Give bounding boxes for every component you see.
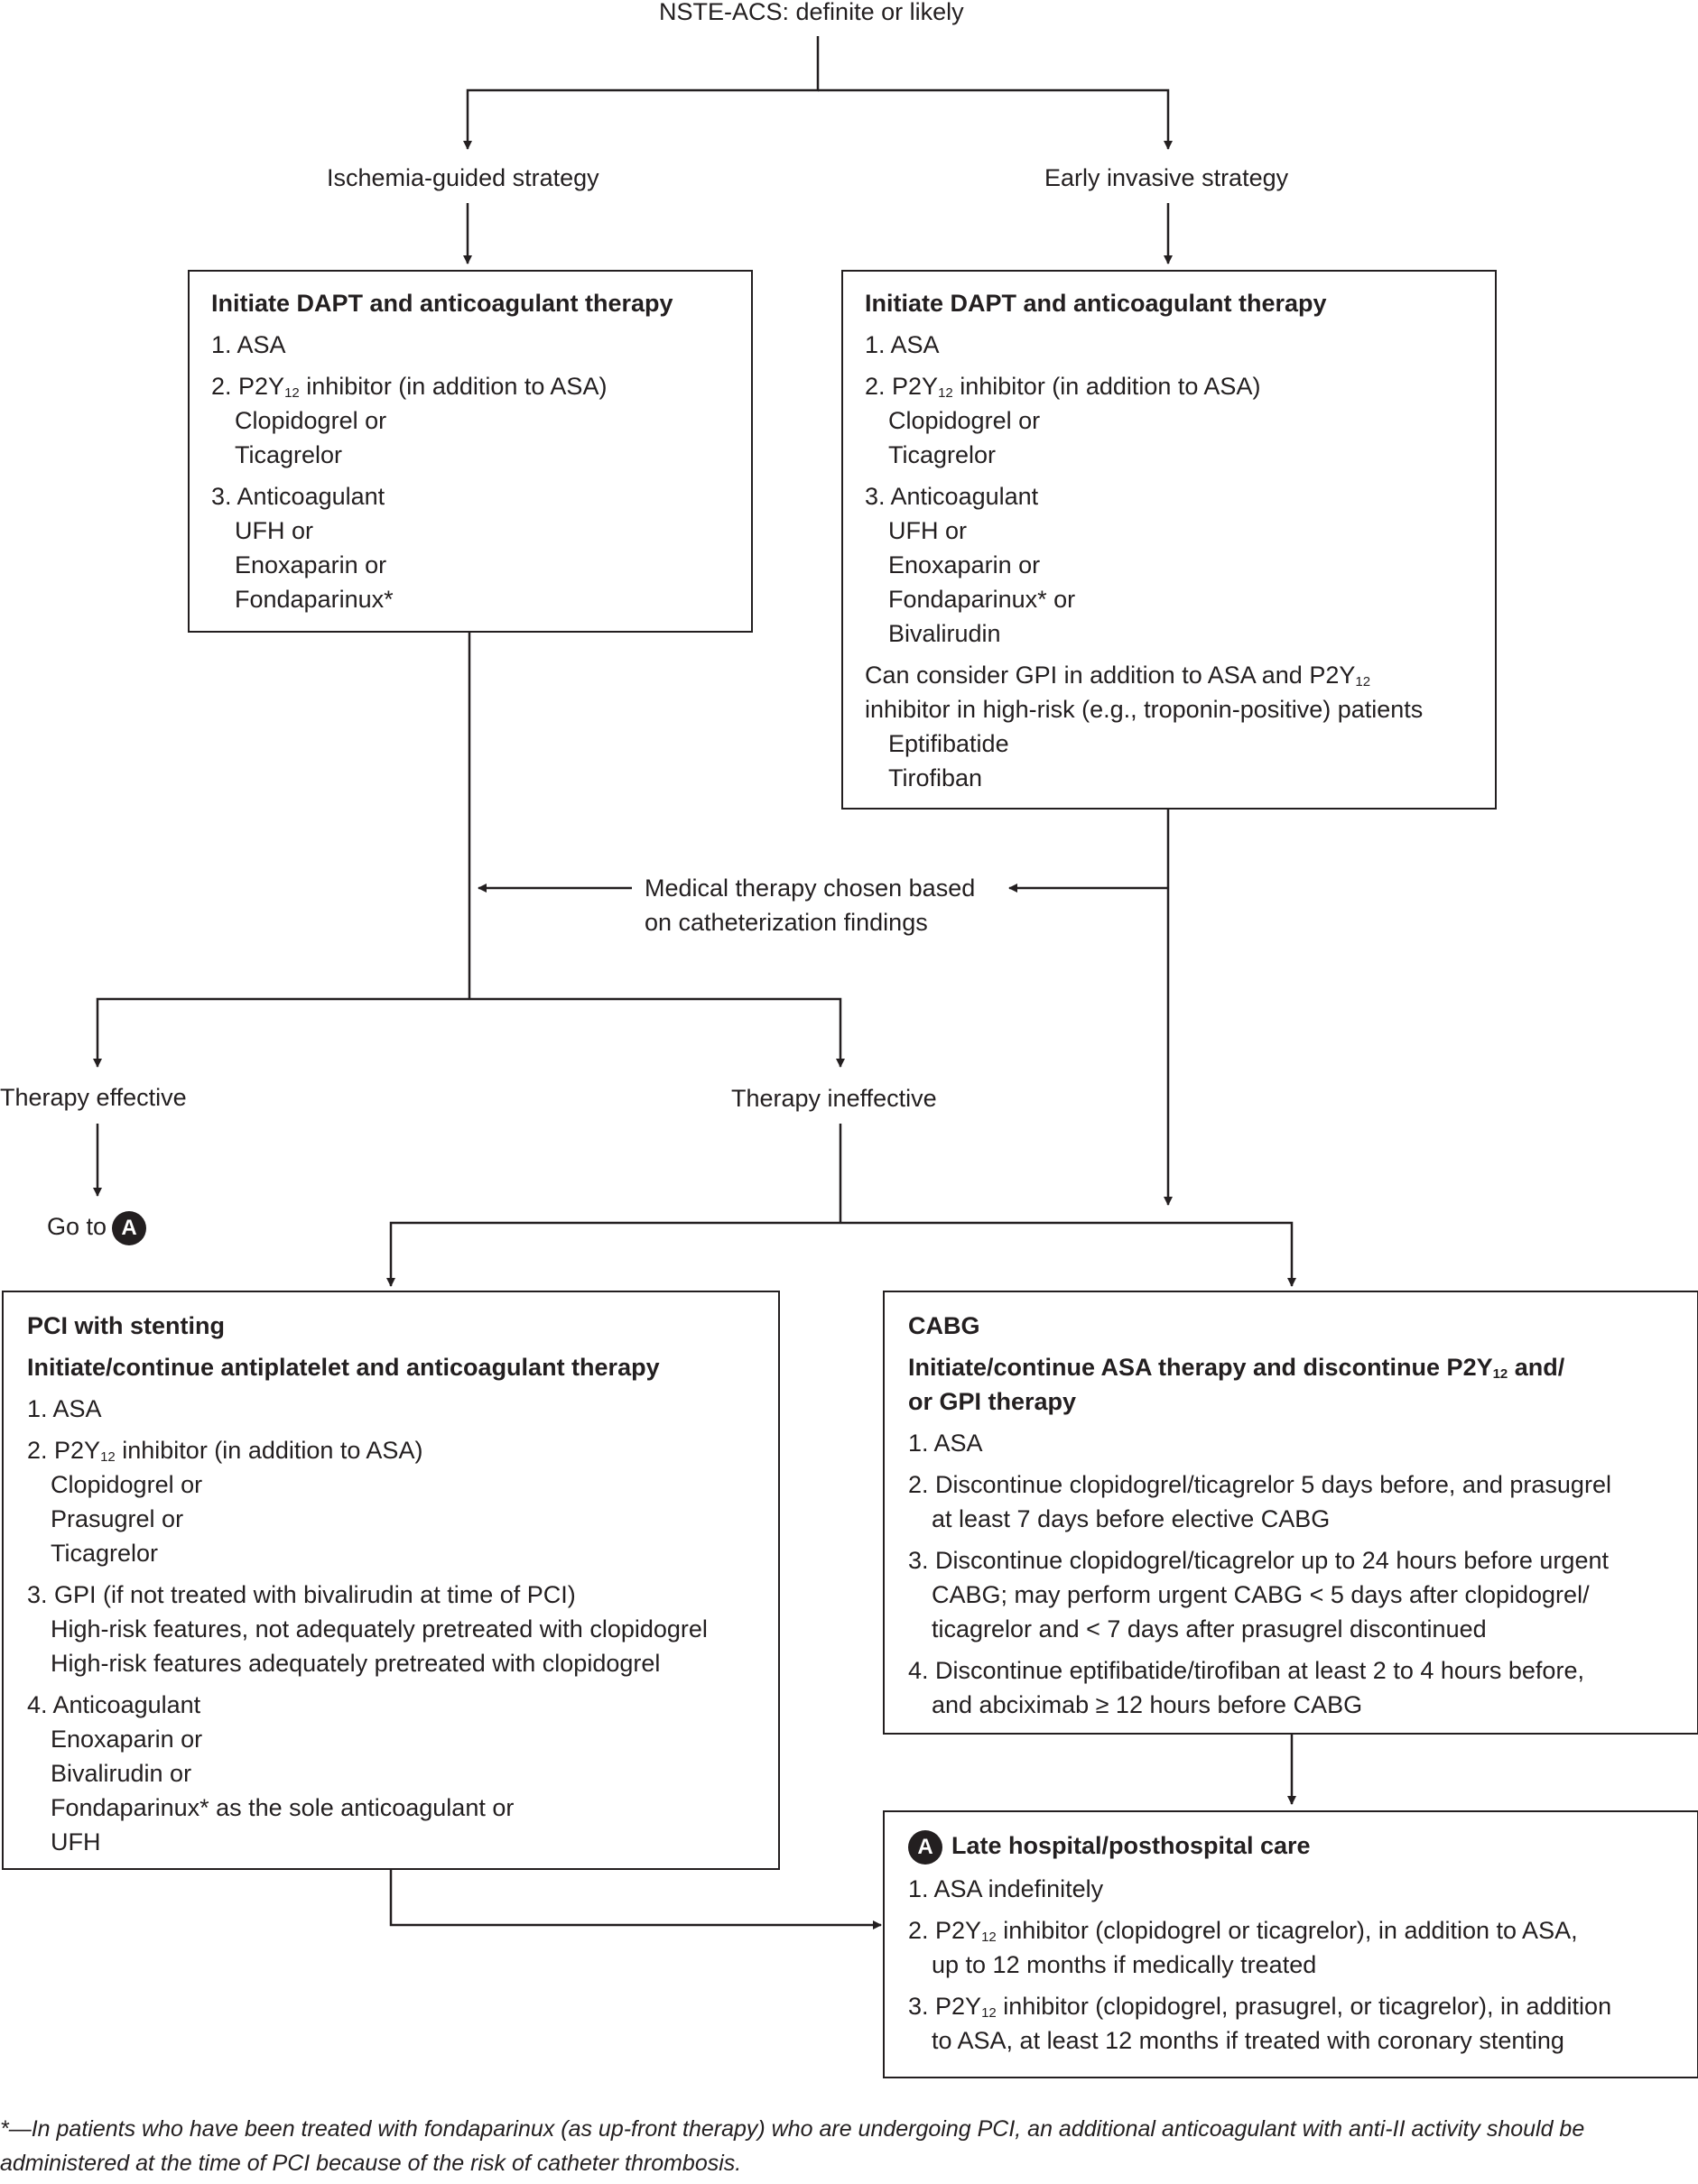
option: Ticagrelor xyxy=(51,1540,159,1567)
box-title: Initiate DAPT and anticoagulant therapy xyxy=(211,290,673,317)
item-asa: 1. ASA xyxy=(211,331,286,358)
box-title: PCI with stenting xyxy=(27,1312,225,1339)
item-p2y12-stenting: 3. P2Y12 inhibitor (clopidogrel, prasugr… xyxy=(908,1992,1612,2054)
option: Ticagrelor xyxy=(235,441,343,468)
therapy-ineffective-label: Therapy ineffective xyxy=(731,1085,937,1112)
connector-ineffective-split xyxy=(469,997,845,1068)
option: UFH xyxy=(51,1828,101,1855)
connector-top-split xyxy=(463,36,820,150)
box-subtitle: Initiate/continue ASA therapy and discon… xyxy=(908,1354,1565,1382)
connector-lower-split-right xyxy=(840,1221,1296,1287)
item-discontinue-elective: 2. Discontinue clopidogrel/ticagrelor 5 … xyxy=(908,1471,1611,1532)
item-gpi: 3. GPI (if not treated with bivalirudin … xyxy=(27,1581,576,1608)
ischemia-guided-therapy-box: Initiate DAPT and anticoagulant therapy … xyxy=(188,270,753,633)
option: Enoxaparin or xyxy=(888,551,1041,578)
item-discontinue-gpi: 4. Discontinue eptifibatide/tirofiban at… xyxy=(908,1657,1584,1718)
footnote: *—In patients who have been treated with… xyxy=(0,2116,1585,2176)
item-p2y12: 2. P2Y12 inhibitor (in addition to ASA) xyxy=(27,1437,423,1465)
option: Tirofiban xyxy=(888,764,983,791)
therapy-effective-label: Therapy effective xyxy=(0,1084,187,1111)
item-anticoagulant: 3. Anticoagulant xyxy=(865,483,1039,510)
box-title: Initiate DAPT and anticoagulant therapy xyxy=(865,290,1327,317)
option: Enoxaparin or xyxy=(51,1726,203,1753)
option: Bivalirudin or xyxy=(51,1760,192,1787)
item-p2y12-medical: 2. P2Y12 inhibitor (clopidogrel or ticag… xyxy=(908,1916,1578,1978)
top-label: NSTE-ACS: definite or likely xyxy=(659,0,964,25)
medical-therapy-note: Medical therapy chosen based on catheter… xyxy=(645,875,976,936)
option: Clopidogrel or xyxy=(888,407,1041,434)
option: Enoxaparin or xyxy=(235,551,387,578)
a-badge-icon: A xyxy=(112,1210,147,1245)
option: Prasugrel or xyxy=(51,1505,184,1532)
item-discontinue-urgent: 3. Discontinue clopidogrel/ticagrelor up… xyxy=(908,1547,1609,1643)
item-anticoagulant: 4. Anticoagulant xyxy=(27,1691,201,1718)
item-p2y12: 2. P2Y12 inhibitor (in addition to ASA) xyxy=(865,373,1261,401)
box-subtitle-line2: or GPI therapy xyxy=(908,1388,1077,1415)
item-asa: 1. ASA indefinitely xyxy=(908,1874,1104,1902)
option: UFH or xyxy=(888,517,967,544)
option: UFH or xyxy=(235,517,313,544)
item-asa: 1. ASA xyxy=(908,1430,983,1457)
box-title: CABG xyxy=(908,1312,980,1339)
option: Fondaparinux* as the sole anticoagulant … xyxy=(51,1794,515,1821)
pci-with-stenting-box: PCI with stenting Initiate/continue anti… xyxy=(2,1291,780,1870)
option: Fondaparinux* xyxy=(235,586,394,613)
option: Clopidogrel or xyxy=(51,1471,203,1498)
option: High-risk features adequately pretreated… xyxy=(51,1650,661,1677)
option: Eptifibatide xyxy=(888,730,1009,757)
item-gpi: Can consider GPI in addition to ASA and … xyxy=(865,662,1371,689)
item-asa: 1. ASA xyxy=(27,1395,102,1422)
item-gpi-line2: inhibitor in high-risk (e.g., troponin-p… xyxy=(865,696,1424,723)
option: Bivalirudin xyxy=(888,620,1001,647)
option: Ticagrelor xyxy=(888,441,997,468)
early-invasive-label: Early invasive strategy xyxy=(1044,164,1289,191)
option: High-risk features, not adequately pretr… xyxy=(51,1615,708,1643)
ischemia-guided-label: Ischemia-guided strategy xyxy=(327,164,599,191)
option: Clopidogrel or xyxy=(235,407,387,434)
option: Fondaparinux* or xyxy=(888,586,1076,613)
connector-top-right xyxy=(818,88,1173,150)
item-anticoagulant: 3. Anticoagulant xyxy=(211,483,385,510)
box-subtitle: Initiate/continue antiplatelet and antic… xyxy=(27,1354,660,1381)
connector-lower-split-left xyxy=(386,1221,840,1287)
item-p2y12: 2. P2Y12 inhibitor (in addition to ASA) xyxy=(211,373,608,401)
connector-effective-split xyxy=(93,997,469,1068)
early-invasive-therapy-box: Initiate DAPT and anticoagulant therapy … xyxy=(841,270,1497,810)
item-asa: 1. ASA xyxy=(865,331,940,358)
connector-pci-to-late xyxy=(389,1870,882,1930)
cabg-box: CABG Initiate/continue ASA therapy and d… xyxy=(883,1291,1698,1735)
a-badge-icon: A xyxy=(908,1829,942,1865)
